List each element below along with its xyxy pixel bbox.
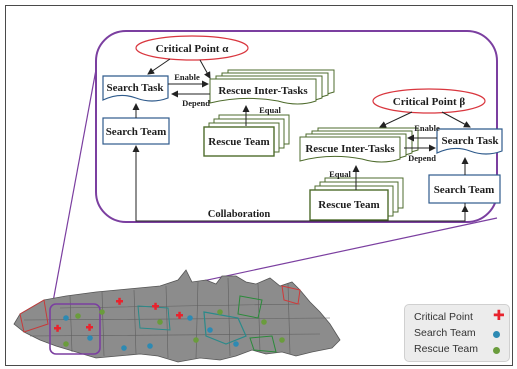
rescue-team-beta-stack: [309, 177, 404, 221]
enable-alpha-label: Enable: [174, 72, 200, 82]
equal-alpha-label: Equal: [259, 105, 281, 115]
callout-line-left: [49, 47, 101, 319]
search-task-beta-box: [436, 128, 503, 155]
rescue-inter-tasks-beta-stack: [299, 127, 419, 163]
depend-alpha-label: Depend: [182, 98, 210, 108]
critical-point-marker-icon: ✚: [493, 308, 505, 324]
equal-beta-label: Equal: [329, 169, 351, 179]
rescue-team-alpha-stack: [203, 114, 290, 157]
search-team-marker-icon: [493, 331, 500, 338]
callout-box: [95, 30, 498, 223]
critical-point-alpha-label: Critical Point α: [156, 43, 230, 55]
rescue-inter-tasks-alpha-label: Rescue Inter-Tasks: [218, 85, 308, 97]
rescue-team-marker-icon: [493, 347, 500, 354]
rescue-team-markers: [63, 309, 285, 347]
rescue-team-beta-label: Rescue Team: [318, 199, 379, 211]
map-markers: [54, 297, 285, 351]
rescue-inter-tasks-beta-label: Rescue Inter-Tasks: [305, 143, 395, 155]
legend: Critical Point ✚ Search Team Rescue Team: [404, 304, 510, 362]
diagram-arrows: [132, 58, 471, 222]
search-task-beta-label: Search Task: [442, 135, 500, 147]
search-team-beta-label: Search Team: [434, 184, 495, 196]
rescue-team-alpha-label: Rescue Team: [208, 136, 269, 148]
search-task-alpha-label: Search Task: [107, 82, 165, 94]
critical-point-beta-ellipse: [372, 88, 486, 114]
search-team-markers: [63, 315, 239, 351]
critical-point-beta-label: Critical Point β: [393, 96, 466, 108]
critical-point-alpha-ellipse: [135, 35, 249, 61]
depend-beta-label: Depend: [408, 153, 436, 163]
search-task-alpha-box: [102, 75, 169, 102]
enable-beta-label: Enable: [414, 123, 440, 133]
collaboration-label: Collaboration: [208, 209, 271, 220]
legend-critical-point-label: Critical Point: [414, 311, 473, 323]
legend-search-team-label: Search Team: [414, 327, 476, 339]
search-team-alpha-label: Search Team: [106, 126, 167, 138]
search-team-alpha-box: [102, 117, 170, 145]
rescue-inter-tasks-alpha-stack: [209, 69, 335, 105]
focus-region: [49, 303, 101, 355]
critical-point-markers: [54, 297, 183, 332]
legend-rescue-team-label: Rescue Team: [414, 343, 479, 355]
figure-frame: [5, 5, 513, 366]
